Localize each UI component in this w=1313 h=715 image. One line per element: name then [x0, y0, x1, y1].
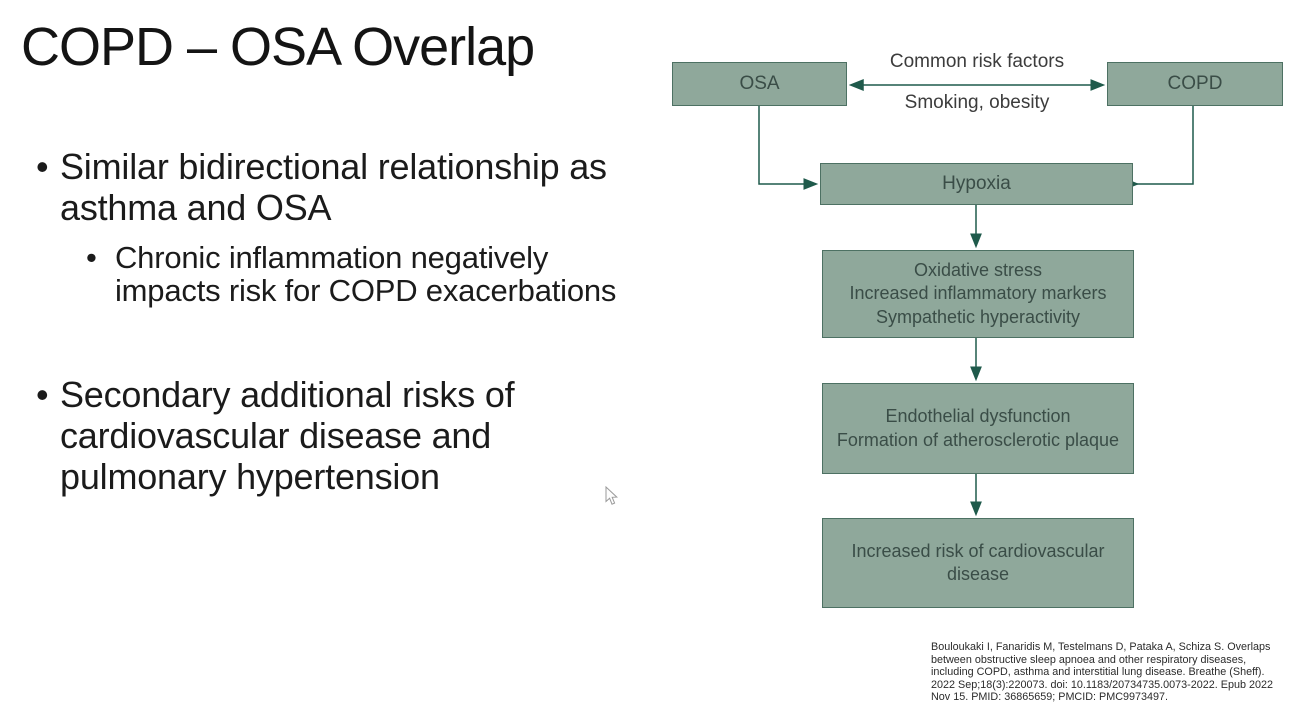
node-copd: COPD [1107, 62, 1283, 106]
flowchart-connectors [758, 79, 1194, 517]
node-hypoxia: Hypoxia [820, 163, 1133, 205]
reference-citation: Bouloukaki I, Fanaridis M, Testelmans D,… [931, 641, 1273, 703]
node-oxidative-stress: Oxidative stress Increased inflammatory … [822, 250, 1134, 338]
bullet-secondary-risks: Secondary additional risks of cardiovasc… [36, 374, 616, 497]
flowchart-diagram: OSA COPD Common risk factors Smoking, ob… [655, 40, 1313, 620]
bullet-similar-relationship: Similar bidirectional relationship as as… [36, 146, 661, 228]
subbullet-chronic-inflammation: Chronic inflammation negatively impacts … [86, 241, 661, 307]
bullet-text: Similar bidirectional relationship as as… [60, 146, 607, 228]
node-osa: OSA [672, 62, 847, 106]
bullet-text: Chronic inflammation negatively impacts … [115, 240, 617, 308]
node-endothelial-dysfunction: Endothelial dysfunction Formation of ath… [822, 383, 1134, 474]
arrow-osa-to-hypoxia [758, 106, 819, 190]
arrow-copd-to-hypoxia [1124, 106, 1194, 190]
node-cardiovascular-risk: Increased risk of cardiovascular disease [822, 518, 1134, 608]
mouse-cursor-icon [605, 486, 619, 505]
edge-label-common-risk-factors: Common risk factors [889, 51, 1065, 72]
slide-title: COPD – OSA Overlap [21, 17, 535, 77]
bullet-text: Secondary additional risks of cardiovasc… [60, 374, 515, 497]
edge-label-smoking-obesity: Smoking, obesity [904, 92, 1050, 113]
